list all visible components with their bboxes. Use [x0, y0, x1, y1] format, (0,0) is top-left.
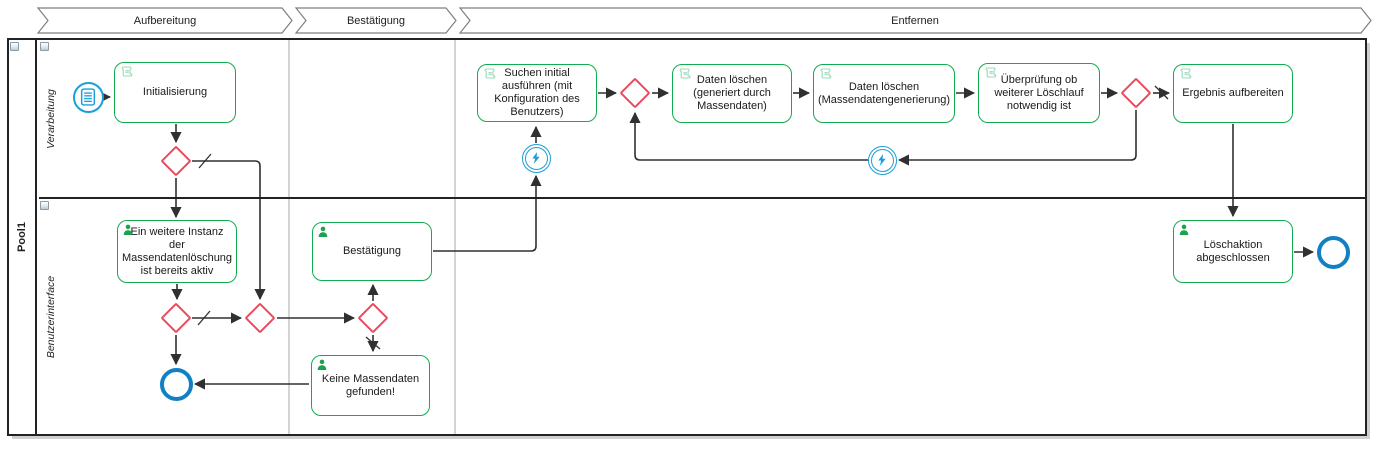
lane-label-benutzerinterface: Benutzerinterface	[45, 275, 57, 359]
script-icon	[820, 68, 832, 79]
task-instanz-aktiv[interactable]: Ein weitere Instanz der Massendatenlösch…	[117, 220, 237, 283]
phase-chevron-bestaetigung[interactable]	[294, 7, 457, 34]
task-label: Löschaktion abgeschlossen	[1196, 238, 1270, 264]
document-icon	[80, 88, 96, 106]
task-label: Suchen initial ausführen (mit Konfigurat…	[494, 67, 580, 118]
default-flow-slash-g2a	[197, 310, 211, 326]
phase-label-entfernen: Entfernen	[891, 15, 939, 27]
script-icon	[679, 68, 691, 79]
task-label: Daten löschen (Massendatengenerierung)	[817, 80, 951, 106]
task-label: Ein weitere Instanz der Massendatenlösch…	[121, 225, 233, 277]
task-daten-loeschen-generiert[interactable]: Daten löschen (generiert durch Massendat…	[672, 64, 792, 123]
task-label: Ergebnis aufbereiten	[1182, 87, 1284, 99]
phase-chevron-entfernen[interactable]	[458, 7, 1372, 34]
task-label: Bestätigung	[342, 245, 402, 257]
pool-label: Pool1	[16, 222, 28, 252]
task-keine-massendaten[interactable]: Keine Massendaten gefunden!	[311, 355, 430, 416]
task-label: Überprüfung ob weiterer Löschlauf notwen…	[994, 73, 1084, 112]
intermediate-catch-event-2[interactable]	[867, 145, 897, 175]
lane-divider	[39, 197, 1365, 199]
task-ueberpruefung[interactable]: Überprüfung ob weiterer Löschlauf notwen…	[978, 63, 1100, 123]
lightning-icon	[878, 153, 886, 167]
script-icon	[985, 67, 997, 78]
lane-label-verarbeitung: Verarbeitung	[45, 89, 57, 149]
lane2-collapse-icon[interactable]	[40, 201, 49, 210]
phase-label-aufbereitung: Aufbereitung	[133, 15, 197, 27]
task-label: Daten löschen (generiert durch Massendat…	[693, 74, 771, 112]
lane1-collapse-icon[interactable]	[40, 42, 49, 51]
task-loeschaktion[interactable]: Löschaktion abgeschlossen	[1173, 220, 1293, 283]
lightning-icon	[532, 151, 540, 165]
intermediate-catch-event-1[interactable]	[521, 143, 551, 173]
task-suchen-initial[interactable]: Suchen initial ausführen (mit Konfigurat…	[477, 64, 597, 122]
user-icon	[318, 226, 328, 237]
pool-collapse-icon[interactable]	[10, 42, 19, 51]
flow-catch2-to-g4[interactable]	[629, 111, 868, 161]
task-bestaetigung[interactable]: Bestätigung	[312, 222, 432, 281]
conditional-start-event[interactable]	[72, 81, 104, 113]
user-icon	[123, 224, 133, 235]
event-inner-ring	[524, 146, 548, 170]
task-initialisierung[interactable]: Initialisierung	[114, 62, 236, 123]
flow-bestaetigung-to-catch1[interactable]	[433, 174, 542, 252]
task-label: Initialisierung	[142, 86, 208, 98]
flow-g1-to-g2b-default[interactable]	[192, 160, 266, 301]
script-icon	[484, 68, 496, 79]
user-icon	[1179, 224, 1189, 235]
phase-label-bestaetigung: Bestätigung	[346, 15, 406, 27]
end-event-ui[interactable]	[159, 367, 193, 401]
default-flow-slash-g1	[198, 153, 212, 169]
task-label: Keine Massendaten gefunden!	[321, 372, 420, 398]
script-icon	[1180, 68, 1192, 79]
user-icon	[317, 359, 327, 370]
end-event-final[interactable]	[1316, 235, 1350, 269]
task-ergebnis-aufbereiten[interactable]: Ergebnis aufbereiten	[1173, 64, 1293, 123]
pool[interactable]	[7, 38, 1367, 436]
event-inner-ring	[870, 148, 894, 172]
task-daten-loeschen-massen[interactable]: Daten löschen (Massendatengenerierung)	[813, 64, 955, 123]
phase-chevron-aufbereitung[interactable]	[36, 7, 293, 34]
script-icon	[121, 66, 133, 77]
flow-g5-to-catch2[interactable]	[897, 110, 1137, 166]
pool-title-strip	[9, 40, 37, 434]
default-flow-slash-g5	[1154, 85, 1169, 100]
default-flow-slash-g3	[365, 336, 381, 350]
